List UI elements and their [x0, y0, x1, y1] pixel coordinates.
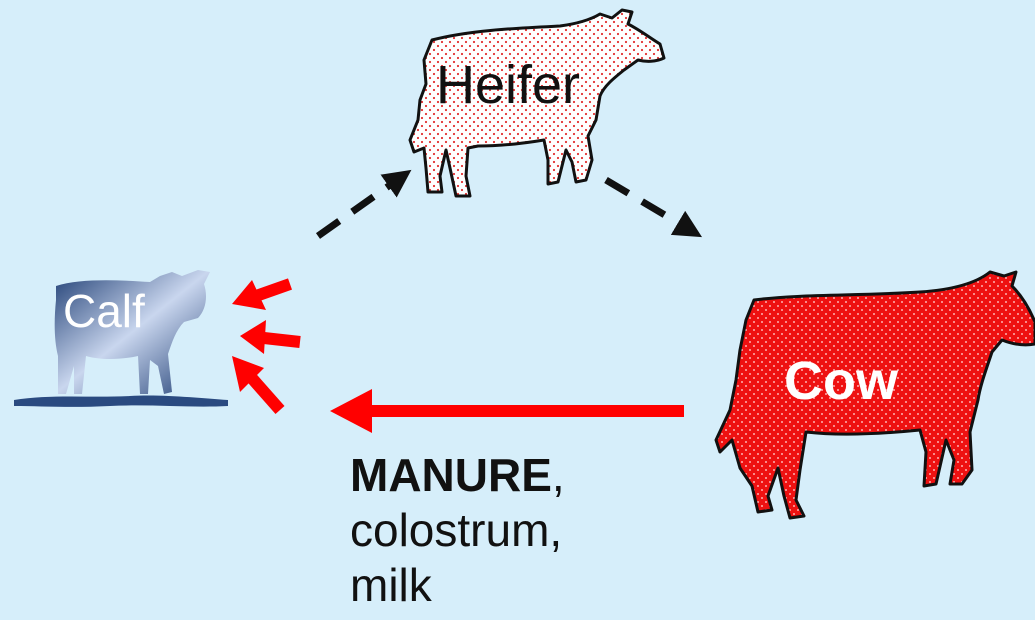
cow-label: Cow — [784, 354, 898, 408]
milk-label: milk — [350, 558, 565, 613]
transmission-line-1: MANURE, — [350, 448, 565, 503]
calf-label: Calf — [63, 288, 145, 334]
arrow-heifer-to-cow — [606, 180, 690, 230]
colostrum-label: colostrum, — [350, 503, 565, 558]
transmission-routes: MANURE, colostrum, milk — [350, 448, 565, 614]
arrow-to-calf-lower — [232, 356, 280, 410]
arrow-cow-to-calf — [330, 389, 684, 433]
arrow-to-calf-middle — [240, 320, 300, 354]
arrow-calf-to-heifer — [318, 178, 400, 236]
manure-comma: , — [552, 449, 565, 501]
heifer-label: Heifer — [436, 58, 580, 112]
manure-label: MANURE — [350, 449, 552, 501]
arrow-to-calf-upper — [232, 280, 290, 310]
